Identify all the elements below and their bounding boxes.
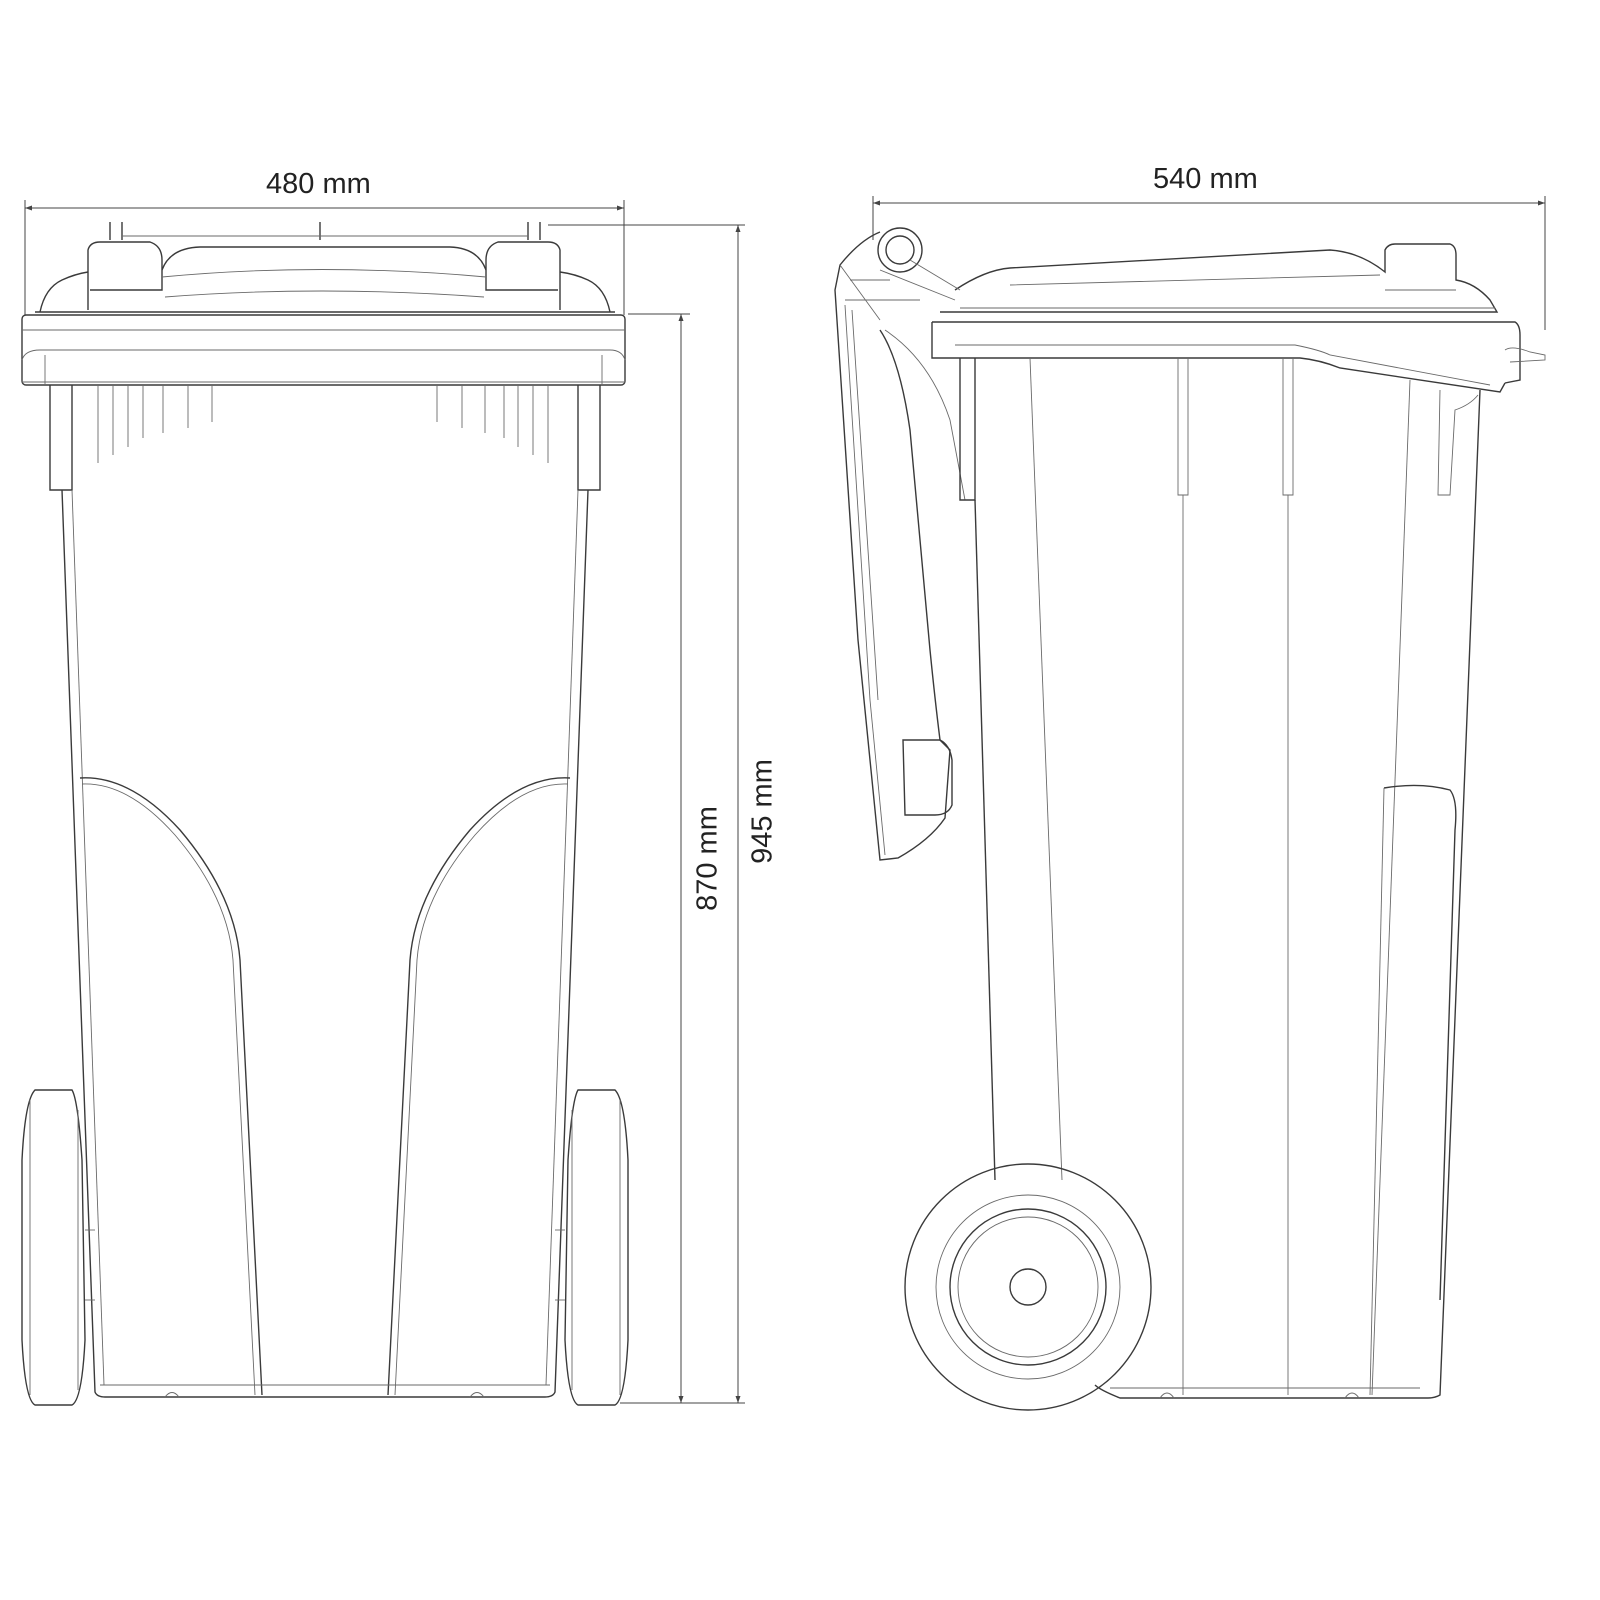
total-height-label: 945 mm [746,759,779,864]
dimension-line-body-height [628,313,690,1403]
side-lid [940,243,1499,313]
front-view [21,200,745,1406]
front-ribs [49,385,601,491]
front-wheel-left [21,1089,95,1406]
front-rim [21,314,626,386]
side-view [834,196,1546,1411]
front-lid [35,222,615,313]
front-width-label: 480 mm [266,168,371,200]
front-wheel-right [555,1089,629,1406]
dimension-line-width-front [24,200,625,315]
body-height-label: 870 mm [691,806,724,911]
front-body [61,489,589,1398]
side-depth-label: 540 mm [1153,163,1258,195]
side-rim [931,321,1546,393]
dimension-line-depth-side [872,196,1546,330]
side-wheel [904,1163,1152,1411]
dimension-line-total-height [548,224,745,1404]
side-hinge-open-lid [834,227,966,861]
side-body [959,357,1481,1399]
